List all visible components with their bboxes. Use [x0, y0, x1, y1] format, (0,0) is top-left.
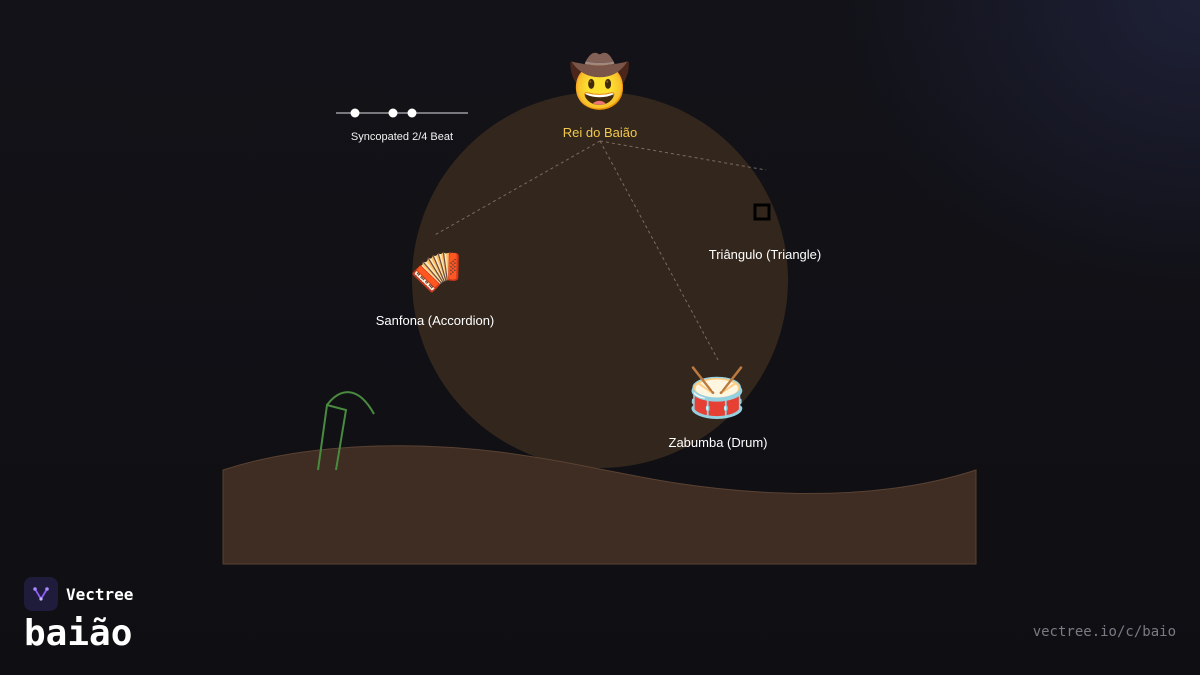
accordion-label: Sanfona (Accordion): [375, 313, 495, 328]
ground: [222, 445, 977, 565]
sun-circle: [412, 92, 788, 468]
connector-triangle: [599, 140, 767, 171]
cowboy-hat-face-icon: 🤠: [568, 53, 632, 111]
drum-label: Zabumba (Drum): [668, 435, 768, 450]
cactus: [317, 391, 375, 471]
brand-block: Vectree baião: [24, 577, 133, 654]
beat-dot: [407, 108, 417, 118]
beat-label: Syncopated 2/4 Beat: [350, 131, 454, 143]
source-url[interactable]: vectree.io/c/baio: [1032, 624, 1176, 640]
page-title: baião: [24, 613, 133, 654]
king-label: Rei do Baião: [562, 125, 638, 140]
beat-dot: [388, 108, 398, 118]
triangle-label: Triângulo (Triangle): [708, 247, 822, 262]
beat-line: [336, 108, 468, 118]
drum-icon: 🥁: [687, 365, 747, 421]
triangle-square-icon: [753, 203, 771, 221]
connectors: [432, 140, 767, 361]
connector-accordion: [432, 140, 601, 237]
vectree-logo-icon[interactable]: [24, 577, 58, 611]
accordion-icon: 🪗: [409, 246, 463, 295]
brand-name[interactable]: Vectree: [66, 584, 134, 604]
beat-dot: [350, 108, 360, 118]
